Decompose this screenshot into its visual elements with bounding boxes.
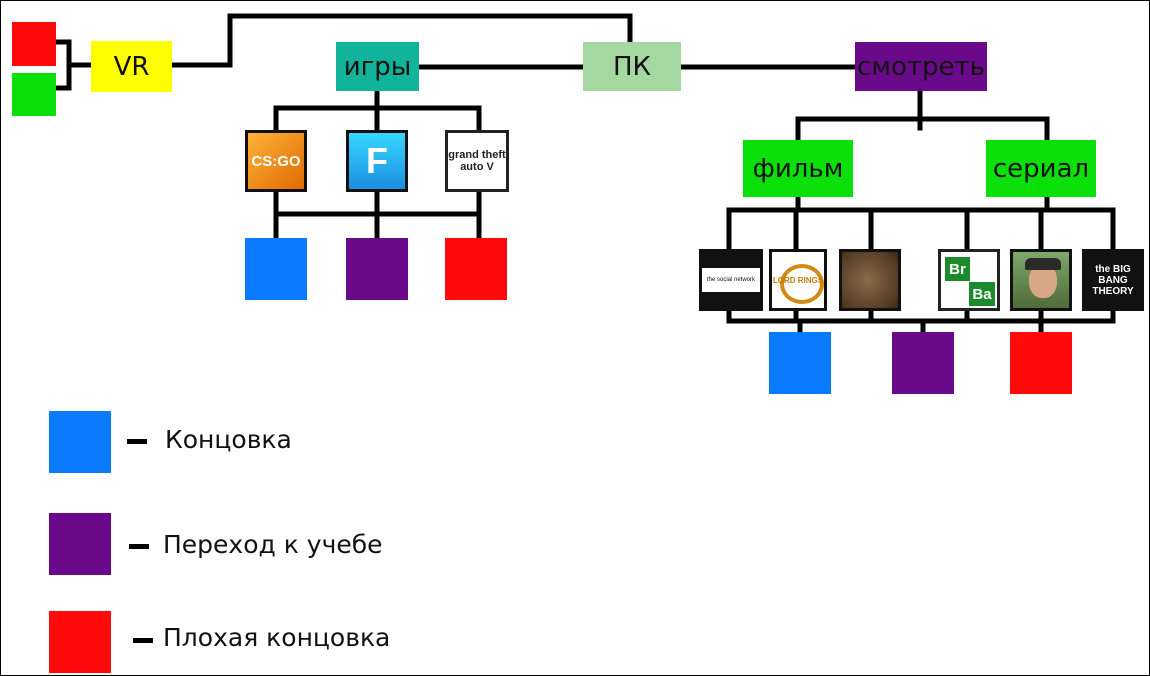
gta5-label: grand theft auto V	[448, 149, 506, 173]
breaking-bad-br: Br	[945, 257, 970, 281]
legend-dash	[129, 544, 149, 549]
legend-dash	[127, 439, 147, 444]
big-bang-label: the BIG BANG THEORY	[1092, 263, 1134, 297]
lotr-label: LORD RINGS	[772, 275, 824, 285]
legend-swatch-ending	[49, 411, 111, 473]
big-bang-theory-poster-icon: the BIG BANG THEORY	[1082, 249, 1144, 311]
social-network-label: the social network	[706, 277, 756, 283]
csgo-icon: CS:GO	[245, 130, 307, 192]
legend-label-ending: Концовка	[165, 425, 292, 454]
red-square	[12, 22, 56, 66]
watch-node: смотреть	[855, 42, 987, 91]
media-bad-ending-square	[1010, 332, 1072, 394]
breaking-bad-ba: Ba	[969, 282, 995, 306]
film-node: фильм	[743, 140, 853, 197]
fortnite-label: F	[366, 140, 388, 181]
legend-swatch-bad	[49, 611, 111, 673]
vr-node: VR	[91, 41, 172, 92]
game-study-square	[346, 238, 408, 300]
breaking-bad-poster-icon: Br Ba	[938, 249, 1000, 311]
actor-portrait-icon	[1010, 249, 1072, 311]
game-ending-square	[245, 238, 307, 300]
gta5-icon: grand theft auto V	[445, 130, 509, 192]
media-study-square	[892, 332, 954, 394]
legend-swatch-study	[49, 513, 111, 575]
series-node: сериал	[986, 140, 1096, 197]
green-square	[12, 73, 56, 116]
legend-label-bad: Плохая концовка	[163, 623, 391, 652]
gollum-poster-icon	[839, 249, 901, 311]
games-node: игры	[336, 42, 419, 91]
game-bad-ending-square	[445, 238, 507, 300]
lord-of-the-rings-poster-icon: LORD RINGS	[769, 249, 827, 311]
media-ending-square	[769, 332, 831, 394]
pc-node: ПК	[583, 42, 681, 91]
legend-dash	[133, 638, 153, 643]
csgo-label: CS:GO	[251, 152, 301, 170]
fortnite-icon: F	[346, 130, 408, 192]
social-network-poster-icon: the social network	[699, 249, 763, 311]
legend-label-study: Переход к учебе	[163, 530, 383, 559]
